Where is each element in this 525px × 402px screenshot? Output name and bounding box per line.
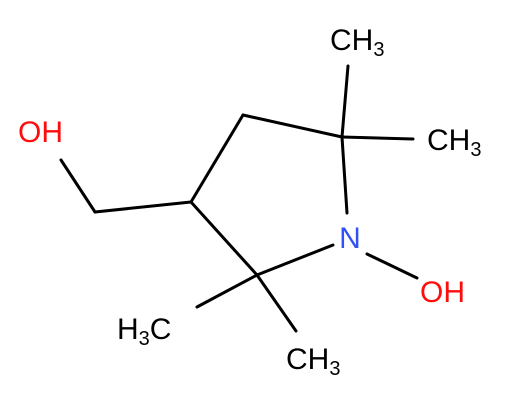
hydroxyl-label-top: OH bbox=[18, 116, 63, 149]
nitrogen-label: N bbox=[339, 222, 361, 255]
methyl-label-left: H3C bbox=[117, 313, 171, 350]
bond-c3-c2 bbox=[189, 200, 259, 277]
methyl-label-right: CH3 bbox=[427, 124, 481, 161]
atom-labels: OH N OH CH3 CH3 H3C CH3 bbox=[18, 24, 481, 380]
bond-c5-ch3-top bbox=[340, 64, 350, 139]
bond-c5-ch3-right bbox=[340, 135, 415, 141]
bonds bbox=[59, 64, 419, 333]
methyl-label-top-right: CH3 bbox=[330, 24, 384, 61]
bond-c2-ch3-bottom bbox=[255, 273, 298, 333]
bond-c3-c4 bbox=[189, 113, 245, 204]
bond-c4-c5 bbox=[241, 113, 344, 139]
bond-n-oh bbox=[365, 252, 419, 280]
bond-c2-n bbox=[255, 243, 335, 277]
methyl-label-bottom: CH3 bbox=[286, 343, 340, 380]
bond-ho-ch2 bbox=[59, 158, 97, 214]
bond-c2-h3c bbox=[195, 273, 259, 309]
bond-ch2-c3 bbox=[93, 200, 193, 214]
hydroxyl-label-right: OH bbox=[420, 276, 465, 309]
bond-c5-n bbox=[340, 135, 349, 215]
